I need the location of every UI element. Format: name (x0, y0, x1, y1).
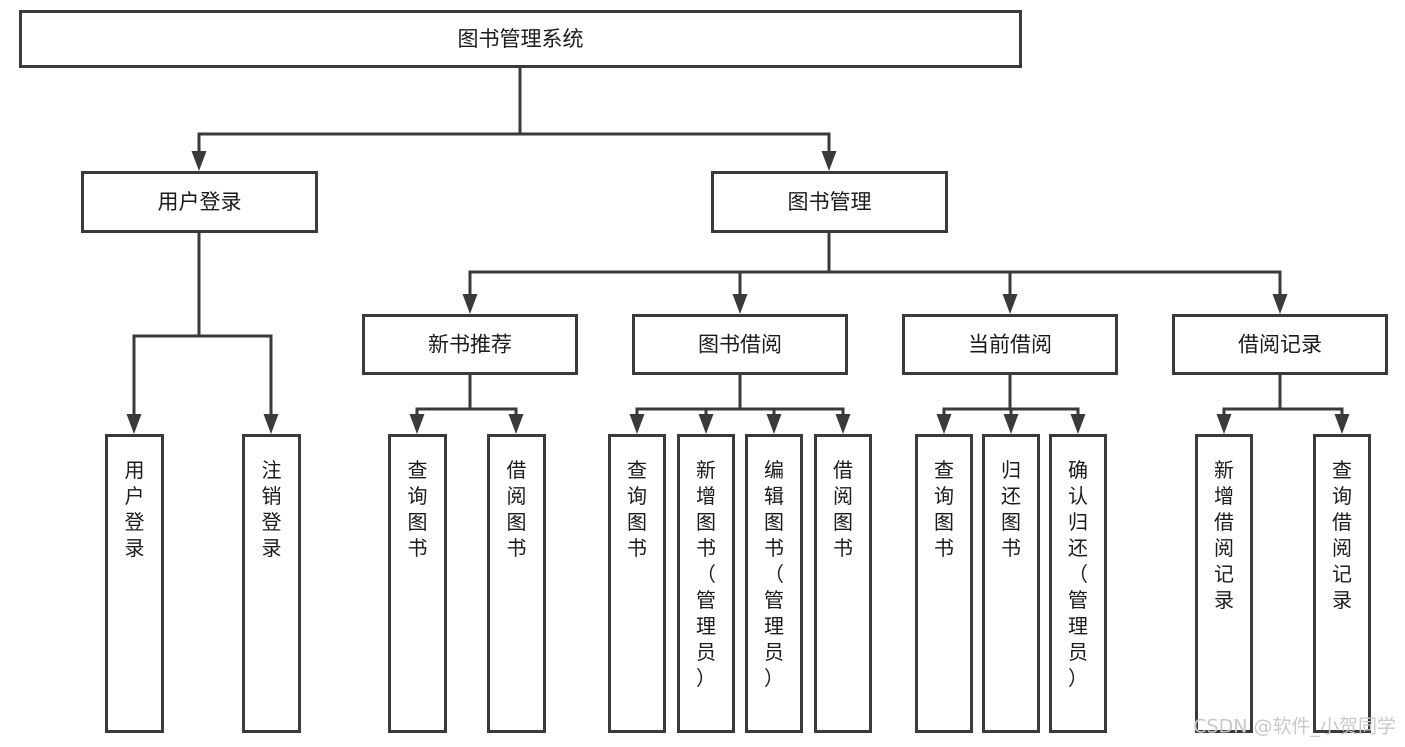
node-label: 查询图书 (627, 458, 647, 560)
node-leaf-query-book-recommend[interactable]: 查询图书 (388, 434, 447, 733)
node-box (487, 434, 546, 733)
connector-group (1216, 373, 1350, 434)
arrow-head-icon (1002, 294, 1018, 314)
node-book-manage[interactable]: 图书管理 (711, 171, 948, 233)
node-label: 新增图书（管理员） (696, 458, 716, 690)
node-label: 图书管理系统 (458, 27, 584, 51)
node-leaf-query-book-current[interactable]: 查询图书 (915, 434, 973, 733)
node-label: 新增借阅记录 (1214, 458, 1234, 612)
connector-layer (126, 66, 1350, 434)
arrow-head-icon (1334, 414, 1350, 434)
node-box (1313, 434, 1371, 733)
node-new-book-recommend[interactable]: 新书推荐 (362, 314, 578, 375)
node-leaf-borrow-book-recommend[interactable]: 借阅图书 (487, 434, 546, 733)
node-box (81, 171, 318, 233)
arrow-head-icon (462, 294, 478, 314)
node-box (105, 434, 164, 733)
node-label: 确认归还（管理员） (1068, 458, 1088, 690)
node-leaf-add-book[interactable]: 新增图书（管理员） (677, 434, 735, 733)
node-leaf-borrow-book[interactable]: 借阅图书 (814, 434, 872, 733)
node-user-login[interactable]: 用户登录 (81, 171, 318, 233)
node-label: 归还图书 (1001, 458, 1021, 560)
arrow-head-icon (1216, 414, 1232, 434)
node-leaf-edit-book[interactable]: 编辑图书（管理员） (745, 434, 803, 733)
arrow-head-icon (191, 151, 207, 171)
node-leaf-add-borrow-record[interactable]: 新增借阅记录 (1195, 434, 1253, 733)
arrow-head-icon (936, 414, 952, 434)
node-box (915, 434, 973, 733)
connector-group (629, 373, 851, 434)
node-box (362, 314, 578, 375)
node-box (388, 434, 447, 733)
node-box (745, 434, 803, 733)
arrow-head-icon (835, 414, 851, 434)
csdn-watermark: CSDN @软件_小贺同学 (1193, 716, 1396, 738)
node-book-borrow[interactable]: 图书借阅 (632, 314, 848, 375)
node-box (1049, 434, 1107, 733)
arrow-head-icon (1272, 294, 1288, 314)
node-borrow-record[interactable]: 借阅记录 (1172, 314, 1388, 375)
node-box (814, 434, 872, 733)
arrow-head-icon (629, 414, 645, 434)
arrow-head-icon (508, 414, 524, 434)
node-label: 图书管理 (788, 190, 872, 214)
connector-group (126, 231, 279, 434)
node-label: 当前借阅 (968, 333, 1052, 357)
node-box (1172, 314, 1388, 375)
arrow-head-icon (263, 414, 279, 434)
node-label: 借阅图书 (507, 458, 527, 560)
node-leaf-query-borrow-record[interactable]: 查询借阅记录 (1313, 434, 1371, 733)
node-label: 图书借阅 (698, 333, 782, 357)
node-box (242, 434, 301, 733)
node-box (19, 10, 1022, 68)
arrow-head-icon (409, 414, 425, 434)
node-box (677, 434, 735, 733)
node-label: 新书推荐 (428, 333, 512, 357)
node-leaf-logout[interactable]: 注销登录 (242, 434, 301, 733)
arrow-head-icon (766, 414, 782, 434)
arrow-head-icon (821, 151, 837, 171)
connector-group (191, 66, 837, 171)
arrow-head-icon (698, 414, 714, 434)
node-label: 编辑图书（管理员） (764, 458, 784, 690)
connector-group (936, 373, 1086, 434)
node-box (632, 314, 848, 375)
node-label: 查询图书 (408, 458, 428, 560)
node-box (982, 434, 1040, 733)
node-box (608, 434, 666, 733)
node-label: 查询借阅记录 (1332, 458, 1352, 612)
arrow-head-icon (1070, 414, 1086, 434)
node-leaf-query-book-borrow[interactable]: 查询图书 (608, 434, 666, 733)
arrow-head-icon (1003, 414, 1019, 434)
node-layer: 图书管理系统用户登录图书管理新书推荐图书借阅当前借阅借阅记录用户登录注销登录查询… (19, 10, 1388, 733)
node-label: 借阅图书 (833, 458, 853, 560)
node-label: 用户登录 (158, 190, 242, 214)
arrow-head-icon (732, 294, 748, 314)
connector-group (409, 373, 524, 434)
node-leaf-return-book[interactable]: 归还图书 (982, 434, 1040, 733)
node-label: 借阅记录 (1238, 333, 1322, 357)
connector-group (462, 231, 1288, 314)
arrow-head-icon (126, 414, 142, 434)
node-leaf-confirm-return[interactable]: 确认归还（管理员） (1049, 434, 1107, 733)
node-current-borrow[interactable]: 当前借阅 (902, 314, 1118, 375)
node-box (902, 314, 1118, 375)
node-label: 用户登录 (125, 458, 145, 560)
node-box (1195, 434, 1253, 733)
node-label: 注销登录 (262, 458, 282, 560)
node-box (711, 171, 948, 233)
node-leaf-user-login[interactable]: 用户登录 (105, 434, 164, 733)
node-root[interactable]: 图书管理系统 (19, 10, 1022, 68)
node-label: 查询图书 (934, 458, 954, 560)
